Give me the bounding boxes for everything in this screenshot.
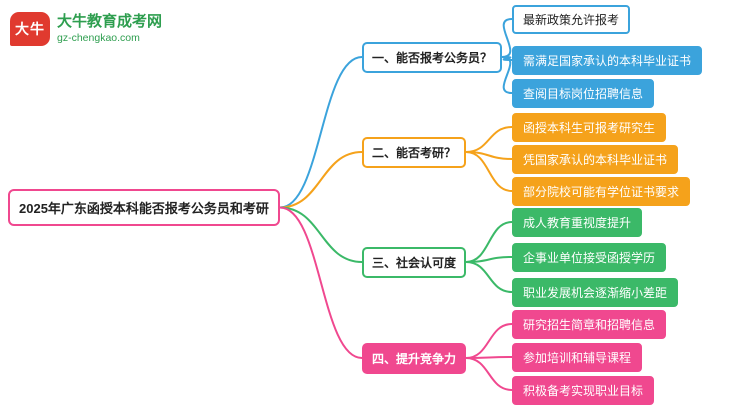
branch-topic: 四、提升竞争力 bbox=[362, 343, 467, 374]
branch-topic: 一、能否报考公务员？ bbox=[362, 42, 503, 73]
site-logo: 大牛 大牛教育成考网 gz-chengkao.com bbox=[10, 12, 162, 46]
brand-text-block: 大牛教育成考网 gz-chengkao.com bbox=[57, 13, 162, 45]
branch-topic: 二、能否考研？ bbox=[362, 137, 467, 168]
leaf-topic: 研究招生简章和招聘信息 bbox=[512, 310, 667, 339]
brand-name: 大牛教育成考网 bbox=[57, 13, 163, 31]
leaf-topic: 成人教育重视度提升 bbox=[512, 208, 643, 237]
leaf-topic: 最新政策允许报考 bbox=[512, 5, 631, 34]
branch-topic: 三、社会认可度 bbox=[362, 247, 467, 278]
root-topic: 2025年广东函授本科能否报考公务员和考研 bbox=[8, 189, 280, 226]
brand-domain: gz-chengkao.com bbox=[57, 31, 140, 44]
leaf-topic: 部分院校可能有学位证书要求 bbox=[512, 177, 691, 206]
brand-logo-icon: 大牛 bbox=[10, 12, 50, 46]
leaf-topic: 积极备考实现职业目标 bbox=[512, 376, 655, 405]
leaf-topic: 参加培训和辅导课程 bbox=[512, 343, 643, 372]
leaf-topic: 凭国家承认的本科毕业证书 bbox=[512, 145, 679, 174]
leaf-topic: 企事业单位接受函授学历 bbox=[512, 243, 667, 272]
leaf-topic: 需满足国家承认的本科毕业证书 bbox=[512, 46, 703, 75]
leaf-topic: 查阅目标岗位招聘信息 bbox=[512, 79, 655, 108]
leaf-topic: 函授本科生可报考研究生 bbox=[512, 113, 667, 142]
leaf-topic: 职业发展机会逐渐缩小差距 bbox=[512, 278, 679, 307]
